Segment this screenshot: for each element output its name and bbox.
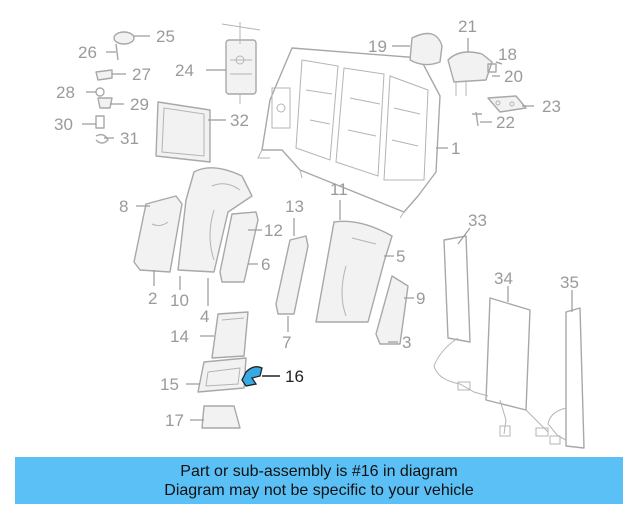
armrest-14 — [211, 311, 249, 359]
callout-4: 4 — [200, 307, 209, 326]
callout-27: 27 — [132, 65, 151, 84]
callout-9: 9 — [416, 289, 425, 308]
right-side-panel-9 — [375, 275, 409, 345]
heater-element-33 — [443, 235, 471, 343]
small-parts — [95, 31, 135, 144]
callout-2: 2 — [148, 289, 157, 308]
callout-1: 1 — [451, 139, 460, 158]
panel-32 — [155, 101, 211, 163]
info-banner: Part or sub-assembly is #16 in diagram D… — [15, 457, 623, 504]
callout-10: 10 — [170, 291, 189, 310]
callout-16: 16 — [285, 367, 304, 386]
callout-13: 13 — [285, 197, 304, 216]
callout-30: 30 — [54, 115, 73, 134]
armrest-housing-15 — [197, 357, 247, 393]
banner-line-disclaimer: Diagram may not be specific to your vehi… — [164, 481, 474, 499]
highlighted-part-16 — [241, 366, 263, 387]
headrest-assembly — [447, 51, 497, 96]
bracket-23 — [487, 95, 527, 113]
headrest-19 — [409, 32, 443, 66]
banner-line-part-number: Part or sub-assembly is #16 in diagram — [180, 462, 458, 480]
center-section-13 — [275, 235, 309, 315]
callout-35: 35 — [560, 273, 579, 292]
pin-22 — [472, 111, 482, 127]
callout-7: 7 — [282, 333, 291, 352]
callout-18: 18 — [498, 45, 517, 64]
callout-21: 21 — [458, 17, 477, 36]
right-seatback-cushion-11 — [315, 220, 393, 323]
callout-34: 34 — [494, 269, 513, 288]
callout-14: 14 — [170, 327, 189, 346]
left-seatback-cushion-10 — [177, 167, 253, 273]
callout-labels: 1 2 3 4 5 6 7 8 9 10 11 12 13 14 15 16 1… — [54, 17, 579, 430]
leader-lines — [82, 35, 573, 421]
heater-element-35 — [565, 307, 585, 449]
callout-33: 33 — [468, 211, 487, 230]
callout-20: 20 — [504, 67, 523, 86]
bracket-17 — [201, 405, 241, 429]
callout-23: 23 — [542, 97, 561, 116]
callout-26: 26 — [78, 43, 97, 62]
callout-5: 5 — [396, 247, 405, 266]
callout-25: 25 — [156, 27, 175, 46]
callout-32: 32 — [230, 111, 249, 130]
callout-15: 15 — [160, 375, 179, 394]
callout-3: 3 — [402, 333, 411, 352]
heater-element-34 — [485, 297, 531, 411]
callout-19: 19 — [368, 37, 387, 56]
callout-12: 12 — [264, 221, 283, 240]
callout-22: 22 — [496, 113, 515, 132]
callout-17: 17 — [165, 411, 184, 430]
left-side-panel-2 — [133, 195, 183, 273]
callout-24: 24 — [175, 61, 194, 80]
parts-diagram: 1 2 3 4 5 6 7 8 9 10 11 12 13 14 15 16 1… — [54, 17, 585, 449]
callout-8: 8 — [119, 197, 128, 216]
hinge-24 — [221, 22, 261, 104]
heater-wiring — [433, 337, 567, 445]
callout-28: 28 — [56, 83, 75, 102]
seat-back-frame — [257, 47, 441, 219]
callout-31: 31 — [120, 129, 139, 148]
callout-29: 29 — [130, 95, 149, 114]
callout-6: 6 — [261, 255, 270, 274]
callout-11: 11 — [330, 180, 348, 199]
